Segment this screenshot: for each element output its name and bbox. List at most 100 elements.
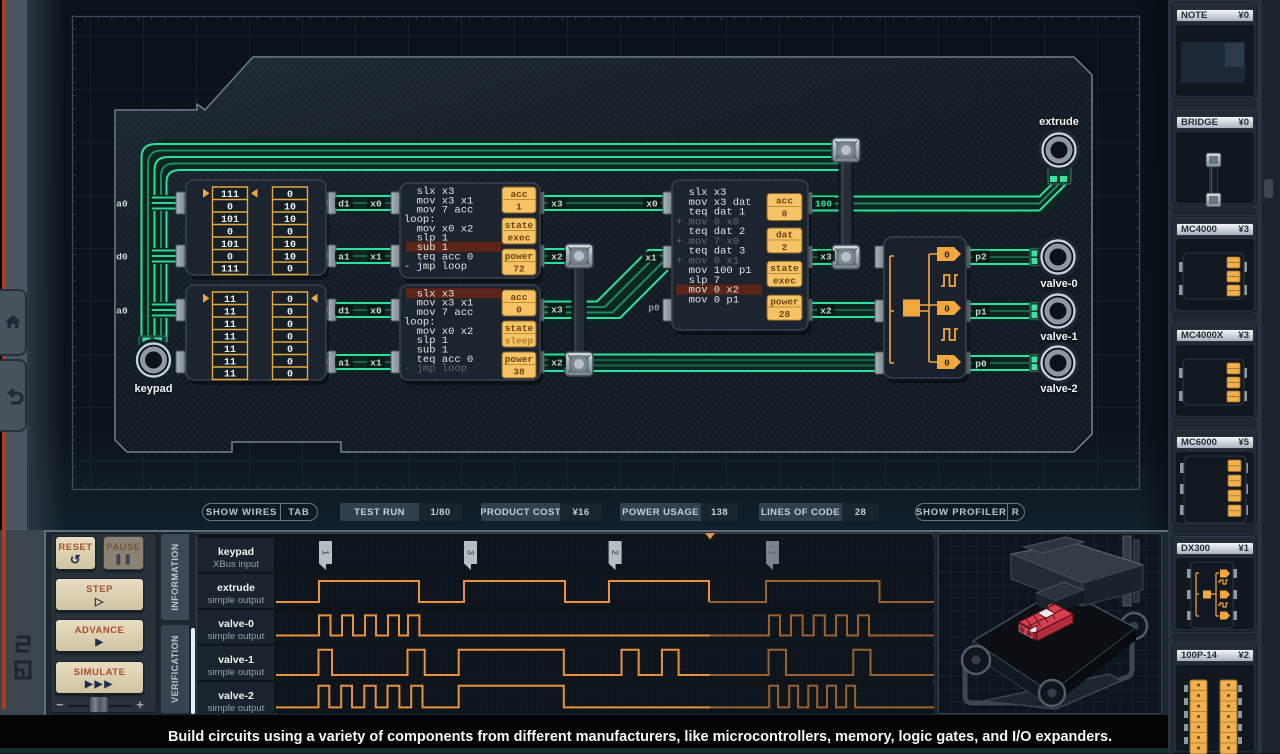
svg-text:x2: x2: [820, 306, 832, 317]
svg-text:x3: x3: [551, 199, 563, 210]
svg-text:x1: x1: [370, 252, 382, 263]
svg-text:11: 11: [224, 308, 236, 319]
svg-text:x1: x1: [370, 358, 382, 369]
svg-text:10: 10: [284, 215, 296, 226]
svg-text:10: 10: [284, 203, 296, 214]
svg-text:mov 7 acc: mov 7 acc: [417, 205, 474, 217]
svg-text:0: 0: [516, 305, 522, 316]
svg-text:simple output: simple output: [208, 595, 265, 606]
svg-text:0: 0: [782, 209, 788, 220]
svg-text:acc: acc: [510, 189, 527, 200]
svg-text:10: 10: [284, 240, 296, 251]
svg-text:loop:: loop:: [404, 214, 436, 226]
svg-text:11: 11: [224, 320, 236, 331]
svg-text:mov 0 x2: mov 0 x2: [689, 285, 739, 297]
svg-text:x0: x0: [370, 306, 382, 317]
svg-text:111: 111: [221, 265, 239, 276]
svg-text:mov x0 x2: mov x0 x2: [417, 223, 474, 235]
svg-text:slp 7: slp 7: [689, 275, 721, 287]
svg-text:0: 0: [287, 308, 293, 319]
svg-text:- jmp loop: - jmp loop: [404, 261, 467, 273]
svg-text:0: 0: [227, 253, 233, 264]
svg-text:state: state: [505, 220, 534, 231]
svg-text:2: 2: [610, 550, 620, 555]
svg-text:p0: p0: [648, 303, 660, 314]
svg-text:a1: a1: [338, 358, 350, 369]
svg-text:+ mov 0 x1: + mov 0 x1: [676, 255, 739, 267]
svg-text:1: 1: [516, 202, 522, 213]
svg-text:0: 0: [944, 358, 950, 369]
svg-text:101: 101: [221, 215, 239, 226]
svg-text:mov 7 acc: mov 7 acc: [417, 307, 474, 319]
svg-text:power: power: [505, 251, 534, 262]
svg-text:11: 11: [224, 358, 236, 369]
svg-text:p1: p1: [975, 307, 987, 318]
svg-text:state: state: [770, 263, 799, 274]
svg-text:mov x0 x2: mov x0 x2: [417, 326, 474, 338]
svg-text:0: 0: [227, 228, 233, 239]
svg-text:0: 0: [287, 295, 293, 306]
svg-text:loop:: loop:: [404, 316, 436, 328]
svg-text:keypad: keypad: [218, 546, 254, 558]
svg-text:0: 0: [287, 320, 293, 331]
svg-text:state: state: [505, 323, 534, 334]
svg-text:101: 101: [221, 240, 239, 251]
svg-text:sub 1: sub 1: [417, 242, 449, 254]
svg-text:p2: p2: [975, 252, 987, 263]
svg-text:11: 11: [224, 370, 236, 381]
svg-text:38: 38: [513, 367, 525, 378]
svg-text:mov 100 p1: mov 100 p1: [689, 265, 752, 277]
svg-text:valve-2: valve-2: [1040, 383, 1077, 395]
svg-text:simple output: simple output: [208, 631, 265, 642]
svg-text:power: power: [505, 354, 534, 365]
svg-text:0: 0: [227, 203, 233, 214]
svg-text:mov x3 dat: mov x3 dat: [689, 197, 752, 209]
svg-text:exec: exec: [508, 233, 531, 244]
svg-text:a0: a0: [116, 306, 128, 317]
svg-text:0: 0: [287, 333, 293, 344]
svg-text:teq dat 3: teq dat 3: [689, 246, 746, 258]
svg-text:simple output: simple output: [208, 667, 265, 678]
svg-text:simple output: simple output: [208, 703, 265, 714]
svg-text:0: 0: [287, 358, 293, 369]
svg-text:11: 11: [224, 333, 236, 344]
svg-text:+ mov 0 x0: + mov 0 x0: [676, 216, 739, 228]
svg-text:x1: x1: [645, 253, 657, 264]
svg-text:teq dat 1: teq dat 1: [689, 207, 746, 219]
svg-text:mov x3 x1: mov x3 x1: [417, 298, 474, 310]
svg-text:0: 0: [287, 190, 293, 201]
svg-text:111: 111: [221, 190, 239, 201]
svg-text:- jmp loop: - jmp loop: [404, 363, 467, 375]
svg-text:p0: p0: [975, 359, 987, 370]
svg-text:slx x3: slx x3: [417, 186, 455, 198]
svg-text:1: 1: [321, 550, 331, 555]
svg-text:0: 0: [944, 304, 950, 315]
svg-text:valve-2: valve-2: [218, 690, 254, 702]
svg-text:mov 0 p1: mov 0 p1: [689, 295, 739, 307]
svg-text:keypad: keypad: [135, 383, 173, 395]
svg-text:XBus input: XBus input: [213, 559, 259, 570]
svg-text:2: 2: [782, 242, 788, 253]
svg-text:x3: x3: [551, 305, 563, 316]
svg-text:28: 28: [779, 309, 791, 320]
svg-text:0: 0: [944, 250, 950, 261]
svg-text:x0: x0: [370, 199, 382, 210]
svg-text:valve-0: valve-0: [1040, 278, 1077, 290]
svg-text:extrude: extrude: [1039, 116, 1079, 128]
svg-text:d1: d1: [338, 306, 350, 317]
svg-text:slp 1: slp 1: [417, 335, 449, 347]
svg-text:dat: dat: [776, 230, 793, 241]
svg-text:a1: a1: [338, 252, 350, 263]
svg-text:x3: x3: [820, 252, 832, 263]
svg-text:1: 1: [768, 550, 778, 555]
svg-text:d1: d1: [338, 199, 350, 210]
svg-text:0: 0: [287, 265, 293, 276]
svg-text:teq dat 2: teq dat 2: [689, 226, 746, 238]
svg-text:72: 72: [513, 264, 525, 275]
svg-text:11: 11: [224, 295, 236, 306]
svg-text:11: 11: [224, 345, 236, 356]
svg-text:3: 3: [466, 550, 476, 555]
svg-text:d0: d0: [116, 252, 128, 263]
svg-text:0: 0: [287, 228, 293, 239]
svg-text:x2: x2: [551, 358, 563, 369]
